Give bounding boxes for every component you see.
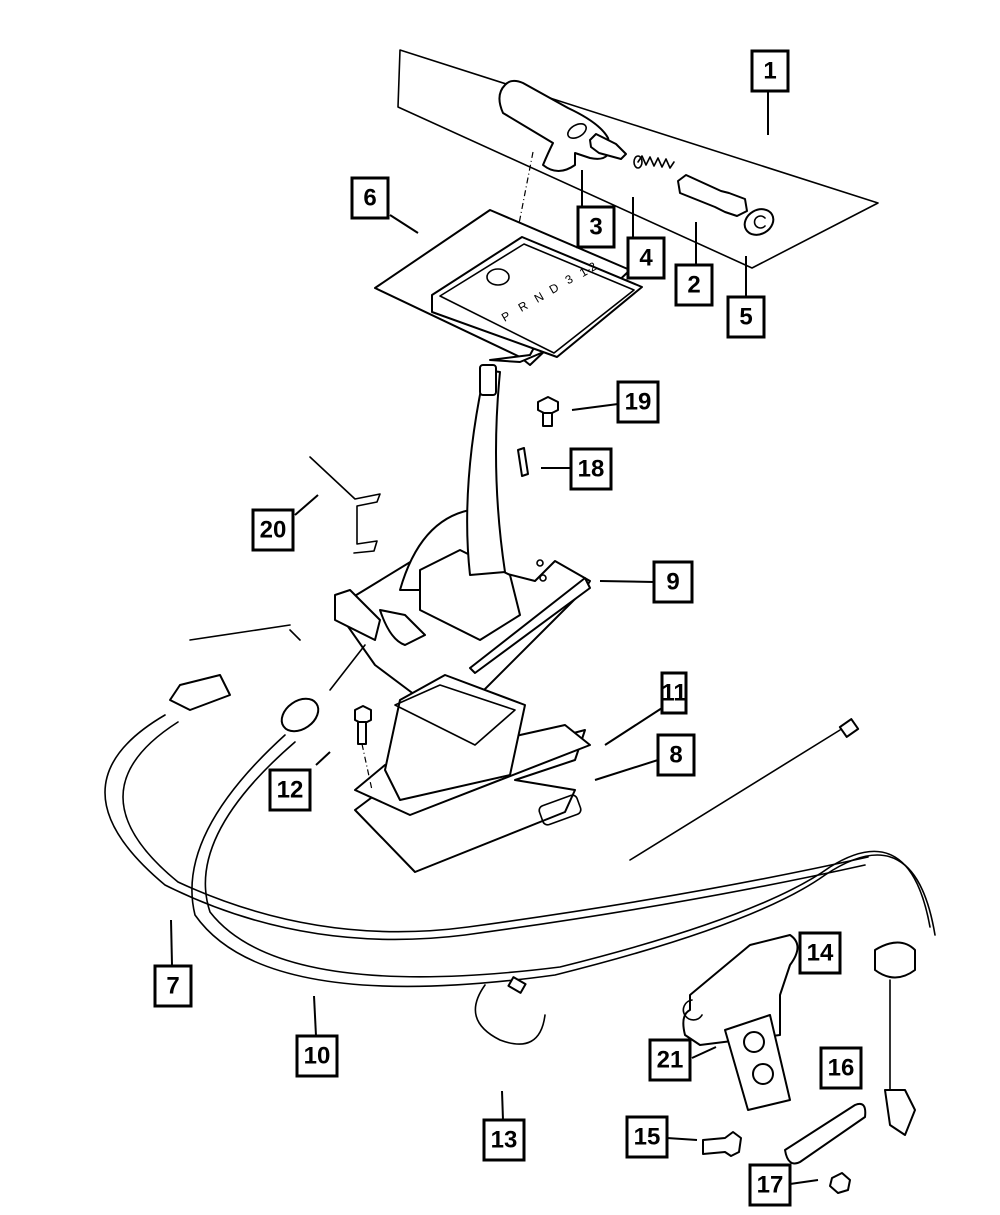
svg-text:17: 17 (757, 1172, 784, 1199)
callout-7: 7 (153, 964, 193, 1008)
callout-17: 17 (748, 1163, 792, 1207)
button-cap-part (743, 208, 775, 236)
bolt-12 (354, 705, 373, 791)
svg-text:9: 9 (666, 569, 679, 596)
svg-text:4: 4 (639, 245, 653, 272)
callout-5: 5 (726, 295, 766, 339)
svg-text:19: 19 (625, 389, 652, 416)
retainer-clip-20 (309, 456, 381, 554)
svg-text:11: 11 (661, 680, 686, 707)
interlock-cable-10 (191, 644, 936, 1136)
callout-18: 18 (569, 447, 613, 491)
callout-19: 19 (616, 380, 660, 424)
svg-text:5: 5 (739, 304, 752, 331)
leader-lines (170, 90, 819, 1185)
svg-text:2: 2 (687, 272, 700, 299)
svg-text:3: 3 (589, 214, 602, 241)
callout-20: 20 (251, 508, 295, 552)
callout-21: 21 (648, 1038, 692, 1082)
callout-9: 9 (652, 560, 694, 604)
callout-13: 13 (482, 1118, 526, 1162)
lever-16 (784, 1102, 867, 1165)
svg-text:7: 7 (166, 973, 179, 1000)
pin-part (589, 133, 627, 160)
callout-6: 6 (350, 176, 390, 220)
callout-15: 15 (625, 1115, 669, 1159)
clip-13 (474, 976, 546, 1045)
shift-bezel: P R N D 3 1-2 (374, 209, 643, 366)
callout-3: 3 (576, 205, 616, 249)
svg-text:21: 21 (657, 1047, 684, 1074)
bolt-15 (702, 1131, 742, 1157)
plunger-part (677, 174, 748, 217)
callout-16: 16 (819, 1046, 863, 1090)
screw-18 (517, 447, 529, 477)
callout-10: 10 (295, 1034, 339, 1078)
callout-8: 8 (656, 733, 696, 777)
callout-11: 11 (660, 671, 688, 715)
bolt-19 (537, 396, 559, 427)
svg-text:15: 15 (634, 1124, 661, 1151)
svg-text:13: 13 (491, 1127, 518, 1154)
svg-text:10: 10 (304, 1043, 331, 1070)
svg-text:1: 1 (763, 58, 776, 85)
svg-text:6: 6 (363, 185, 376, 212)
svg-text:8: 8 (669, 742, 682, 769)
shift-cable-7 (104, 624, 869, 941)
callout-4: 4 (626, 236, 666, 280)
svg-text:18: 18 (578, 456, 605, 483)
callout-14: 14 (798, 931, 842, 975)
grommet-kit-21 (724, 1014, 791, 1111)
boot-and-seal (354, 674, 591, 873)
svg-text:16: 16 (828, 1055, 855, 1082)
callout-2: 2 (674, 263, 714, 307)
svg-text:12: 12 (277, 777, 304, 804)
spring-part (633, 155, 675, 169)
shifter-assembly (334, 364, 591, 716)
svg-text:20: 20 (260, 517, 287, 544)
svg-text:14: 14 (807, 940, 834, 967)
callout-1: 1 (750, 49, 790, 93)
callout-12: 12 (268, 768, 312, 812)
nut-17 (829, 1172, 851, 1194)
